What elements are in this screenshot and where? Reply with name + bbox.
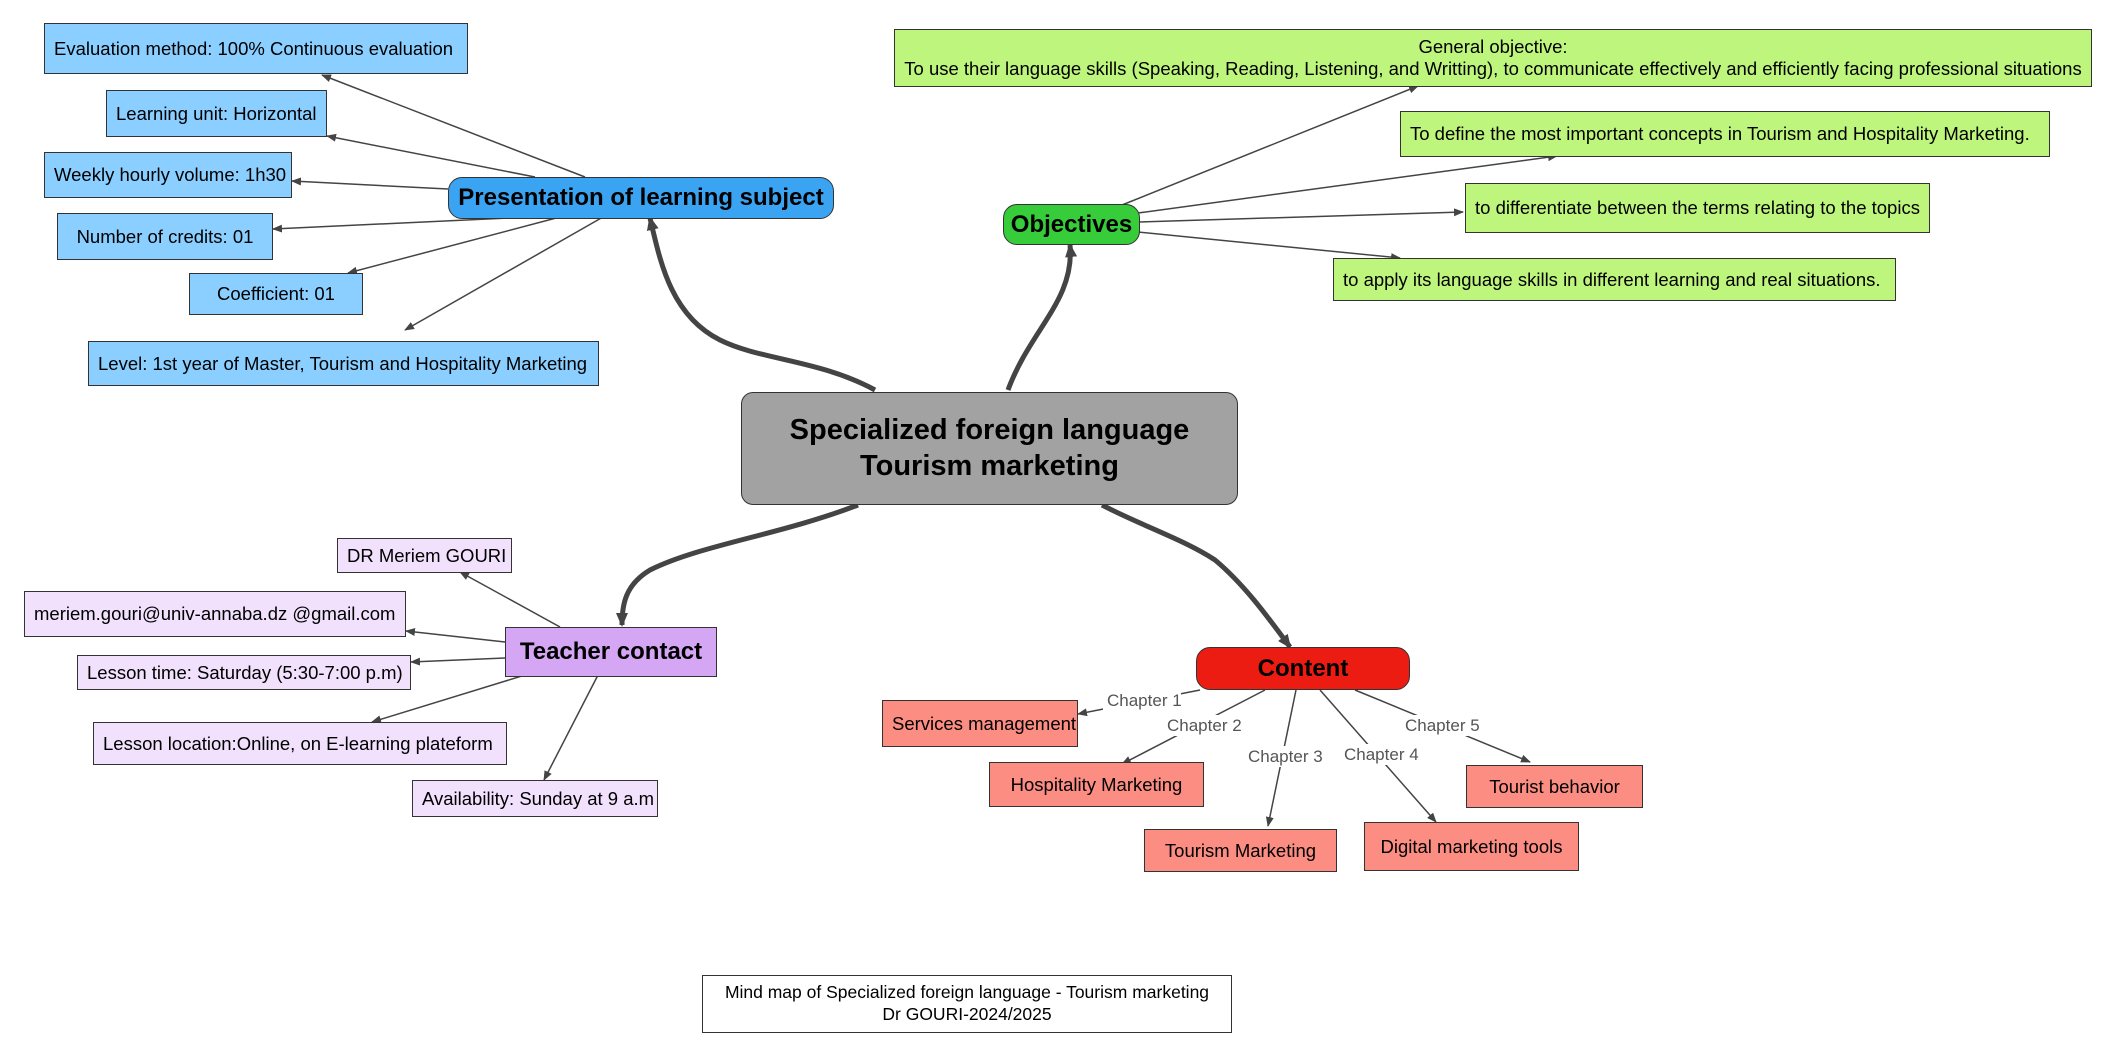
link-level	[404, 216, 604, 331]
branch-teacher	[616, 502, 859, 627]
presentation-title: Presentation of learning subject	[458, 184, 824, 211]
objective-2-text: to differentiate between the terms relat…	[1475, 197, 1920, 219]
link-general-objective	[1121, 85, 1419, 206]
coefficient-node[interactable]: Coefficient: 01	[189, 273, 363, 315]
credits-text: Number of credits: 01	[76, 225, 254, 247]
lesson-time-text: Lesson time: Saturday (5:30-7:00 p.m)	[87, 661, 403, 683]
teacher-name-text: DR Meriem GOURI	[347, 544, 507, 566]
chapter-2-topic: Hospitality Marketing	[1010, 773, 1183, 795]
chapter-5-node[interactable]: Tourist behavior	[1466, 765, 1643, 808]
chapter-3-node[interactable]: Tourism Marketing	[1144, 829, 1337, 872]
link-weekly-volume	[291, 177, 449, 190]
availability-node[interactable]: Availability: Sunday at 9 a.m	[412, 780, 658, 817]
level-text: Level: 1st year of Master, Tourism and H…	[98, 352, 588, 374]
link-objective-1	[1137, 153, 1558, 214]
link-evaluation	[321, 74, 586, 178]
teacher-contact-hub[interactable]: Teacher contact	[505, 627, 717, 677]
availability-text: Availability: Sunday at 9 a.m	[422, 787, 655, 809]
central-title-line2: Tourism marketing	[860, 449, 1119, 482]
general-objective-heading: General objective:	[1418, 35, 1568, 57]
chapter-3-label: Chapter 3	[1248, 747, 1323, 766]
branch-presentation	[646, 216, 877, 393]
chapter-4-label: Chapter 4	[1344, 745, 1419, 764]
map-caption: Mind map of Specialized foreign language…	[702, 975, 1232, 1033]
link-teacher-name	[459, 571, 561, 628]
evaluation-method-node[interactable]: Evaluation method: 100% Continuous evalu…	[44, 23, 468, 74]
link-objective-3	[1137, 231, 1401, 262]
link-credits	[272, 216, 531, 233]
level-node[interactable]: Level: 1st year of Master, Tourism and H…	[88, 341, 599, 386]
link-coefficient	[347, 216, 561, 275]
chapter-1-node[interactable]: Services management	[882, 700, 1078, 747]
objectives-hub[interactable]: Objectives	[1003, 204, 1140, 245]
objectives-title: Objectives	[1010, 210, 1133, 238]
email-text: meriem.gouri@univ-annaba.dz @gmail.com	[34, 603, 396, 625]
branch-objectives	[1005, 243, 1078, 391]
chapter-2-label: Chapter 2	[1167, 716, 1242, 735]
chapter-4-topic: Digital marketing tools	[1380, 835, 1563, 857]
objective-3-node[interactable]: to apply its language skills in differen…	[1333, 258, 1896, 301]
chapter-1-topic: Services management	[892, 712, 1077, 734]
link-learning-unit	[326, 133, 536, 178]
teacher-name-node[interactable]: DR Meriem GOURI	[337, 538, 512, 573]
learning-unit-node[interactable]: Learning unit: Horizontal	[106, 90, 327, 137]
link-lesson-time	[410, 657, 506, 666]
caption-line1: Mind map of Specialized foreign language…	[724, 982, 1210, 1003]
central-title-line1: Specialized foreign language	[789, 414, 1190, 447]
coefficient-text: Coefficient: 01	[217, 283, 335, 305]
content-hub[interactable]: Content	[1196, 647, 1410, 690]
content-title: Content	[1257, 654, 1349, 682]
weekly-volume-text: Weekly hourly volume: 1h30	[54, 164, 287, 186]
lesson-time-node[interactable]: Lesson time: Saturday (5:30-7:00 p.m)	[77, 655, 411, 690]
general-objective-text: To use their language skills (Speaking, …	[904, 58, 2082, 79]
chapter-2-node[interactable]: Hospitality Marketing	[989, 762, 1204, 807]
branch-content	[1100, 502, 1293, 649]
general-objective-node[interactable]: General objective: To use their language…	[894, 29, 2092, 87]
credits-node[interactable]: Number of credits: 01	[57, 213, 273, 260]
objective-3-text: to apply its language skills in differen…	[1343, 268, 1881, 290]
evaluation-method-text: Evaluation method: 100% Continuous evalu…	[54, 37, 454, 59]
link-availability	[543, 674, 599, 781]
teacher-contact-title: Teacher contact	[519, 638, 703, 665]
presentation-hub[interactable]: Presentation of learning subject	[448, 177, 834, 219]
weekly-volume-node[interactable]: Weekly hourly volume: 1h30	[44, 152, 292, 198]
chapter-5-topic: Tourist behavior	[1489, 775, 1620, 797]
chapter-1-label: Chapter 1	[1107, 691, 1182, 710]
objective-1-text: To define the most important concepts in…	[1410, 123, 2030, 145]
link-email	[405, 628, 506, 643]
lesson-location-text: Lesson location:Online, on E-learning pl…	[103, 732, 493, 754]
chapter-4-node[interactable]: Digital marketing tools	[1364, 822, 1579, 871]
learning-unit-text: Learning unit: Horizontal	[116, 102, 317, 124]
link-objective-2	[1137, 208, 1464, 223]
email-node[interactable]: meriem.gouri@univ-annaba.dz @gmail.com	[24, 591, 406, 637]
caption-line2: Dr GOURI-2024/2025	[882, 1004, 1052, 1024]
chapter-5-label: Chapter 5	[1405, 716, 1480, 735]
lesson-location-node[interactable]: Lesson location:Online, on E-learning pl…	[93, 722, 507, 765]
objective-2-node[interactable]: to differentiate between the terms relat…	[1465, 183, 1930, 233]
link-lesson-location	[371, 674, 526, 724]
chapter-3-topic: Tourism Marketing	[1164, 839, 1317, 861]
central-topic[interactable]: Specialized foreign language Tourism mar…	[741, 392, 1238, 505]
objective-1-node[interactable]: To define the most important concepts in…	[1400, 111, 2050, 157]
